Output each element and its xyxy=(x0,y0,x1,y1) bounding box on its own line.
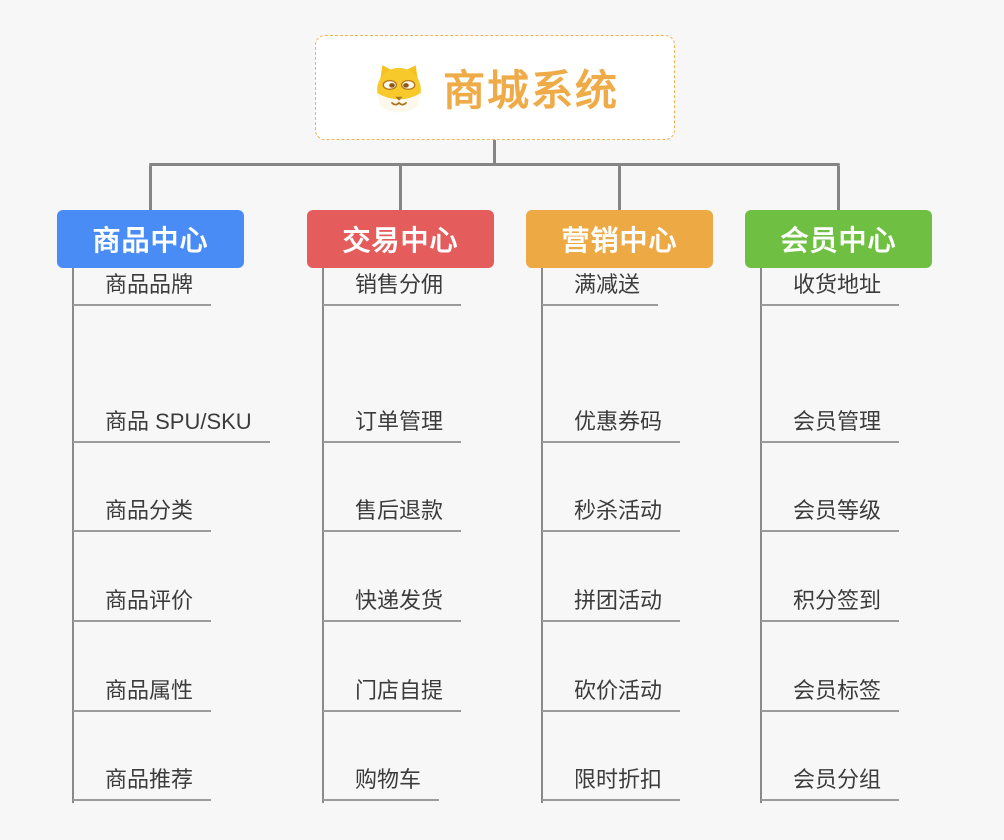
leaf-node[interactable]: 会员等级 xyxy=(761,494,900,532)
leaf-node[interactable]: 商品品牌 xyxy=(73,268,212,306)
leaf-node[interactable]: 商品推荐 xyxy=(73,763,212,801)
leaf-node[interactable]: 商品 SPU/SKU xyxy=(73,405,270,443)
leaf-node[interactable]: 拼团活动 xyxy=(542,584,681,622)
leaf-node[interactable]: 会员管理 xyxy=(761,405,900,443)
leaf-node[interactable]: 优惠券码 xyxy=(542,405,681,443)
branch-node-trade-center[interactable]: 交易中心 xyxy=(307,210,494,268)
connector-trunk-product xyxy=(72,268,74,803)
branch-label: 交易中心 xyxy=(342,225,459,256)
leaf-node[interactable]: 商品属性 xyxy=(73,674,212,712)
connector-trunk-marketing xyxy=(541,268,543,803)
connector-trunk-trade xyxy=(322,268,324,803)
connector-drop-4 xyxy=(837,166,840,210)
branch-label: 营销中心 xyxy=(561,225,678,256)
leaf-node[interactable]: 门店自提 xyxy=(323,674,462,712)
leaf-node[interactable]: 砍价活动 xyxy=(542,674,681,712)
leaf-node[interactable]: 商品评价 xyxy=(73,584,212,622)
leaf-node[interactable]: 销售分佣 xyxy=(323,268,462,306)
leaf-node[interactable]: 快递发货 xyxy=(323,584,462,622)
leaf-node[interactable]: 售后退款 xyxy=(323,494,462,532)
branch-label: 商品中心 xyxy=(92,225,209,256)
branch-node-product-center[interactable]: 商品中心 xyxy=(57,210,244,268)
leaf-node[interactable]: 积分签到 xyxy=(761,584,900,622)
connector-bus xyxy=(149,163,840,166)
connector-drop-2 xyxy=(399,166,402,210)
leaf-node[interactable]: 商品分类 xyxy=(73,494,212,532)
connector-drop-1 xyxy=(149,166,152,210)
root-title: 商城系统 xyxy=(442,67,619,114)
leaf-node[interactable]: 订单管理 xyxy=(323,405,462,443)
branch-node-marketing-center[interactable]: 营销中心 xyxy=(526,210,713,268)
connector-drop-3 xyxy=(618,166,621,210)
connector-root-stem xyxy=(493,140,496,165)
leaf-node[interactable]: 秒杀活动 xyxy=(542,494,681,532)
leaf-node[interactable]: 会员标签 xyxy=(761,674,900,712)
leaf-node[interactable]: 限时折扣 xyxy=(542,763,681,801)
branch-node-member-center[interactable]: 会员中心 xyxy=(745,210,932,268)
leaf-node[interactable]: 满减送 xyxy=(542,268,659,306)
leaf-node[interactable]: 购物车 xyxy=(323,763,440,801)
branch-label: 会员中心 xyxy=(780,225,897,256)
shiba-dog-icon xyxy=(377,64,421,112)
connector-trunk-member xyxy=(760,268,762,803)
leaf-node[interactable]: 收货地址 xyxy=(761,268,900,306)
leaf-node[interactable]: 会员分组 xyxy=(761,763,900,801)
root-node[interactable]: 商城系统 xyxy=(315,35,675,140)
